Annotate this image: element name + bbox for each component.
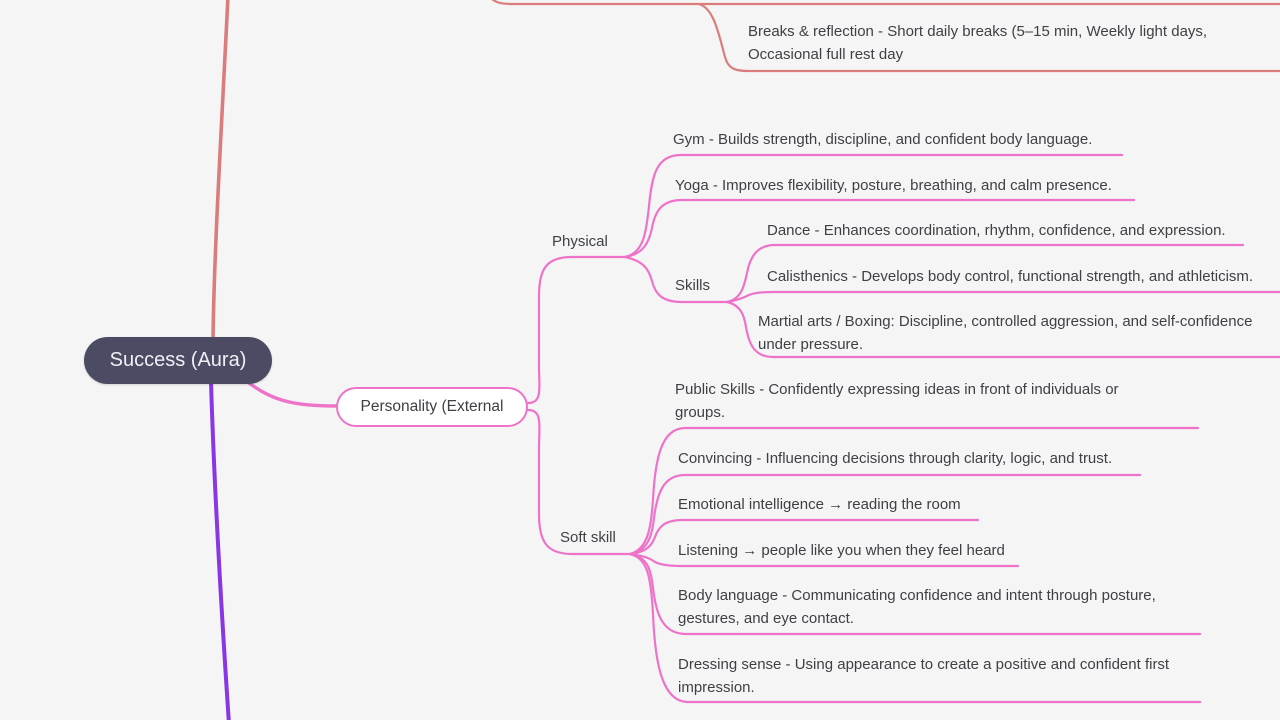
branch-skills: [623, 255, 729, 304]
branch-physical: [526, 255, 627, 405]
topic-skills[interactable]: Skills: [675, 277, 711, 294]
branch-calisthenics: [725, 290, 1280, 304]
topic-gym[interactable]: Gym - Builds strength, discipline, and c…: [673, 131, 1093, 148]
branch-breaks: [698, 3, 1280, 73]
topic-listening[interactable]: Listening → people like you when they fe…: [678, 542, 1005, 559]
branch-gym: [623, 153, 1124, 259]
topic-soft-skill[interactable]: Soft skill: [560, 529, 616, 546]
topic-personality[interactable]: Personality (External: [336, 387, 528, 427]
branch-convincing: [628, 473, 1142, 556]
root-topic-label: Success (Aura): [109, 349, 247, 371]
branch-top-topic-line: [491, 0, 1280, 6]
branch-listening: [628, 552, 1020, 568]
topic-body-language[interactable]: Body language - Communicating confidence…: [678, 587, 1156, 627]
topic-convincing[interactable]: Convincing - Influencing decisions throu…: [678, 450, 1113, 467]
branch-trunk-down: [209, 380, 231, 720]
branch-body-language: [628, 552, 1202, 636]
topic-public-skills[interactable]: Public Skills - Confidently expressing i…: [675, 381, 1119, 421]
topic-emotional-intelligence[interactable]: Emotional intelligence → reading the roo…: [678, 496, 961, 513]
branch-martial: [725, 300, 1280, 359]
topic-martial-arts[interactable]: Martial arts / Boxing: Discipline, contr…: [758, 313, 1253, 353]
branch-dance: [725, 243, 1245, 304]
topic-physical[interactable]: Physical: [552, 233, 608, 250]
topic-yoga[interactable]: Yoga - Improves flexibility, posture, br…: [675, 177, 1112, 194]
branch-yoga: [623, 198, 1136, 259]
branch-public-skills: [628, 426, 1200, 556]
topic-personality-label: Personality (External: [360, 398, 504, 415]
topic-dressing-sense[interactable]: Dressing sense - Using appearance to cre…: [678, 656, 1170, 696]
branch-trunk-up: [211, 0, 230, 342]
branch-emotional: [628, 518, 980, 556]
root-topic-success[interactable]: Success (Aura): [84, 337, 272, 384]
branch-dressing: [628, 552, 1202, 704]
branch-soft-skill: [526, 408, 632, 556]
topic-breaks-reflection[interactable]: Breaks & reflection - Short daily breaks…: [748, 23, 1208, 63]
topic-dance[interactable]: Dance - Enhances coordination, rhythm, c…: [767, 222, 1226, 239]
topic-calisthenics[interactable]: Calisthenics - Develops body control, fu…: [767, 268, 1254, 285]
